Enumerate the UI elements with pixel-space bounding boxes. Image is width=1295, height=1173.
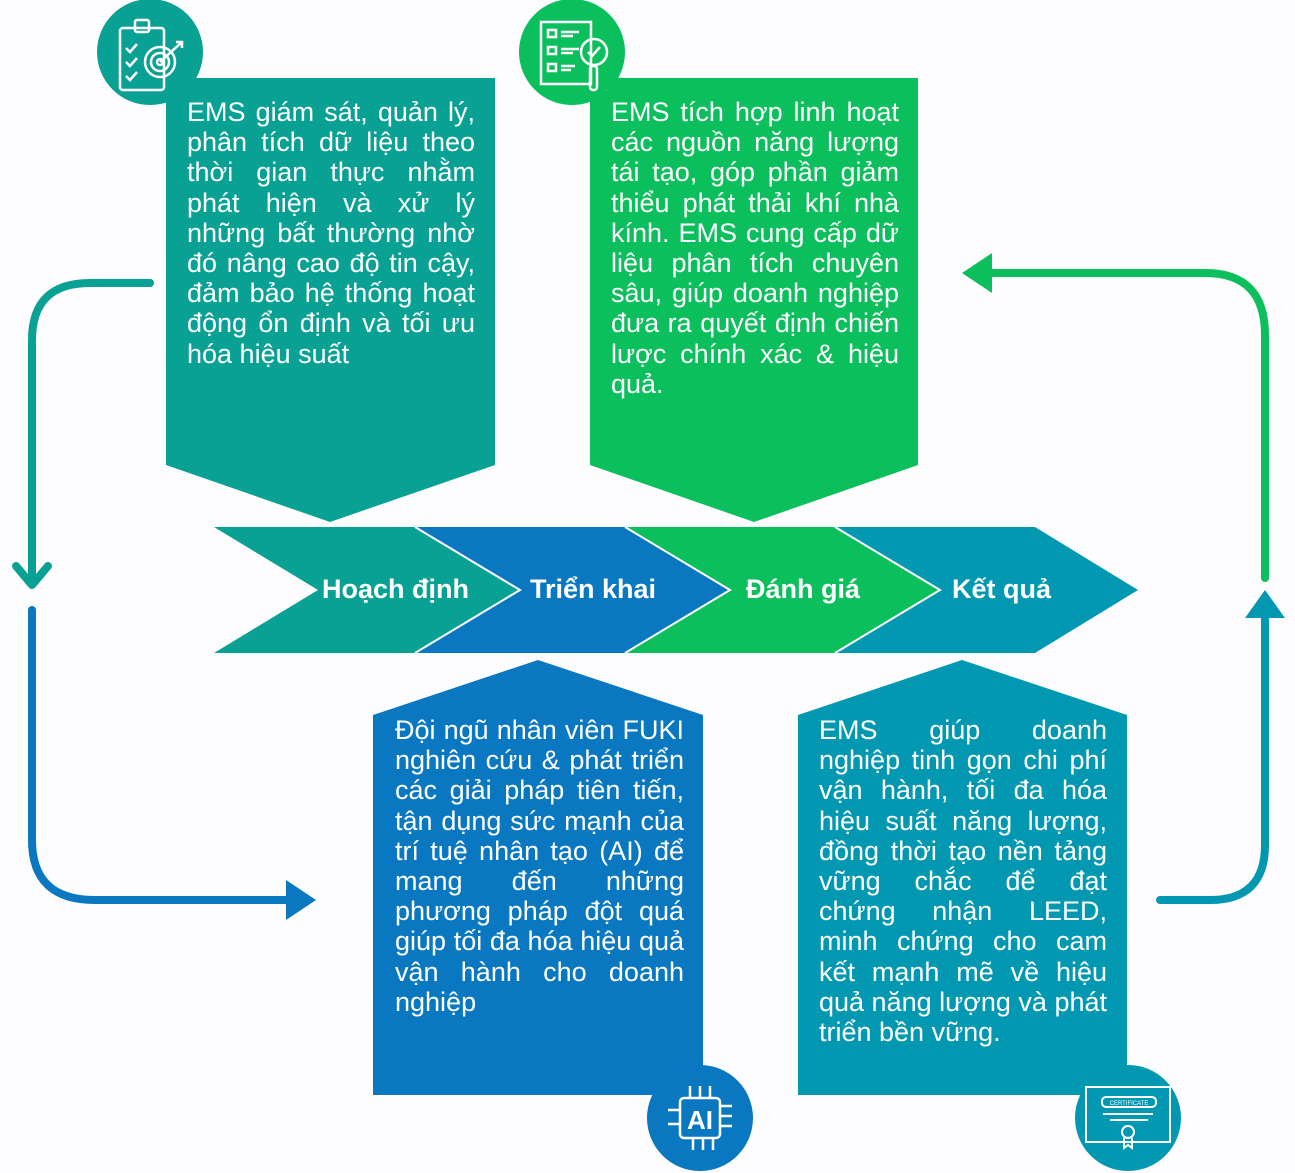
svg-text:AI: AI (687, 1105, 713, 1135)
result-description: EMS giúp doanh nghiệp tinh gọn chi phí v… (819, 715, 1107, 1048)
flow-arrow-teal (28, 279, 154, 584)
chevron-planning (214, 527, 520, 653)
certificate-icon: CERTIFICATE (1075, 1065, 1181, 1171)
flow-arrow-blue (28, 606, 304, 904)
arrowhead-teal (12, 562, 52, 589)
arrowhead-green (962, 253, 992, 293)
chevron-deployment (415, 527, 730, 653)
svg-text:CERTIFICATE: CERTIFICATE (1110, 1101, 1149, 1107)
stage-label-result: Kết quả (952, 574, 1052, 604)
box-planning (166, 78, 495, 522)
chevron-result (835, 527, 1138, 653)
ai-chip-icon: AI (647, 1065, 753, 1171)
flow-arrow-cyan (1156, 601, 1269, 904)
stage-label-evaluation: Đánh giá (746, 574, 861, 604)
chevron-evaluation (625, 527, 940, 653)
flow-arrow-green (971, 269, 1269, 582)
stage-label-planning: Hoạch định (322, 574, 469, 604)
box-evaluation (590, 78, 918, 522)
deployment-description: Đội ngũ nhân viên FUKI nghiên cứu & phát… (395, 715, 684, 1017)
checklist-magnifier-icon (519, 0, 625, 105)
arrowhead-cyan (1245, 590, 1285, 618)
evaluation-description: EMS tích hợp linh hoạt các nguồn năng lư… (611, 97, 899, 399)
planning-description: EMS giám sát, quản lý, phân tích dữ liệu… (187, 97, 475, 369)
box-deployment (373, 660, 703, 1095)
box-result (798, 660, 1127, 1095)
arrowhead-blue (286, 880, 316, 920)
stage-label-deployment: Triển khai (530, 574, 657, 604)
clipboard-target-icon (97, 0, 203, 105)
